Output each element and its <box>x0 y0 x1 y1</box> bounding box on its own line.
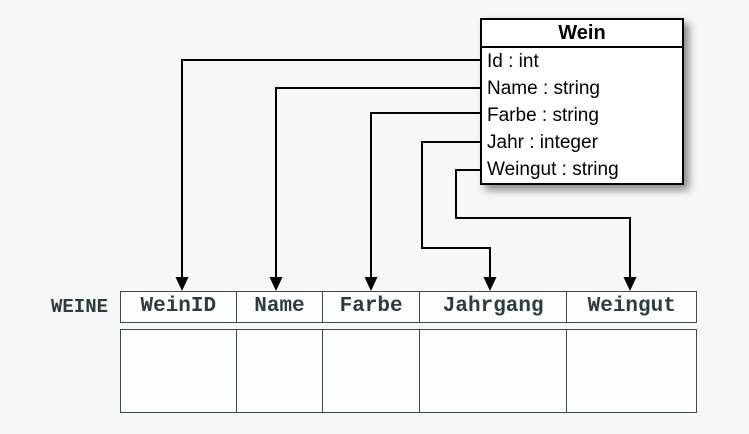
column-header-farbe: Farbe <box>323 292 420 322</box>
table-header-row: WeinID Name Farbe Jahrgang Weingut <box>120 291 697 323</box>
column-header-weingut: Weingut <box>587 295 676 318</box>
class-attribute-farbe: Farbe : string <box>487 105 599 126</box>
column-header-name: Name <box>237 292 324 322</box>
table-cell-empty <box>420 330 568 412</box>
arrow-jahr-to-jahrgang <box>421 141 497 291</box>
arrow-id-to-weinid <box>175 59 482 291</box>
table-cell-empty <box>567 330 696 412</box>
column-header-jahrgang: Jahrgang <box>420 292 568 322</box>
column-header-weinid: WeinID <box>121 292 237 322</box>
class-title: Wein <box>482 20 682 48</box>
class-attribute-list: Id : int Name : string Farbe : string Ja… <box>482 48 682 183</box>
table-name-label: WEINE <box>50 296 108 318</box>
table-cell-empty <box>121 330 237 412</box>
class-attribute-weingut: Weingut : string <box>487 159 619 180</box>
table-body-row <box>120 329 697 413</box>
arrow-name-to-name <box>269 87 482 291</box>
uml-class-wein: Wein Id : int Name : string Farbe : stri… <box>480 18 684 185</box>
class-attribute-name: Name : string <box>487 78 600 99</box>
class-attribute-id: Id : int <box>487 51 539 72</box>
table-cell-empty <box>237 330 324 412</box>
arrow-farbe-to-farbe <box>364 112 482 291</box>
arrow-weingut-to-weingut <box>455 169 637 291</box>
table-cell-empty <box>323 330 420 412</box>
class-attribute-jahr: Jahr : integer <box>487 132 598 153</box>
